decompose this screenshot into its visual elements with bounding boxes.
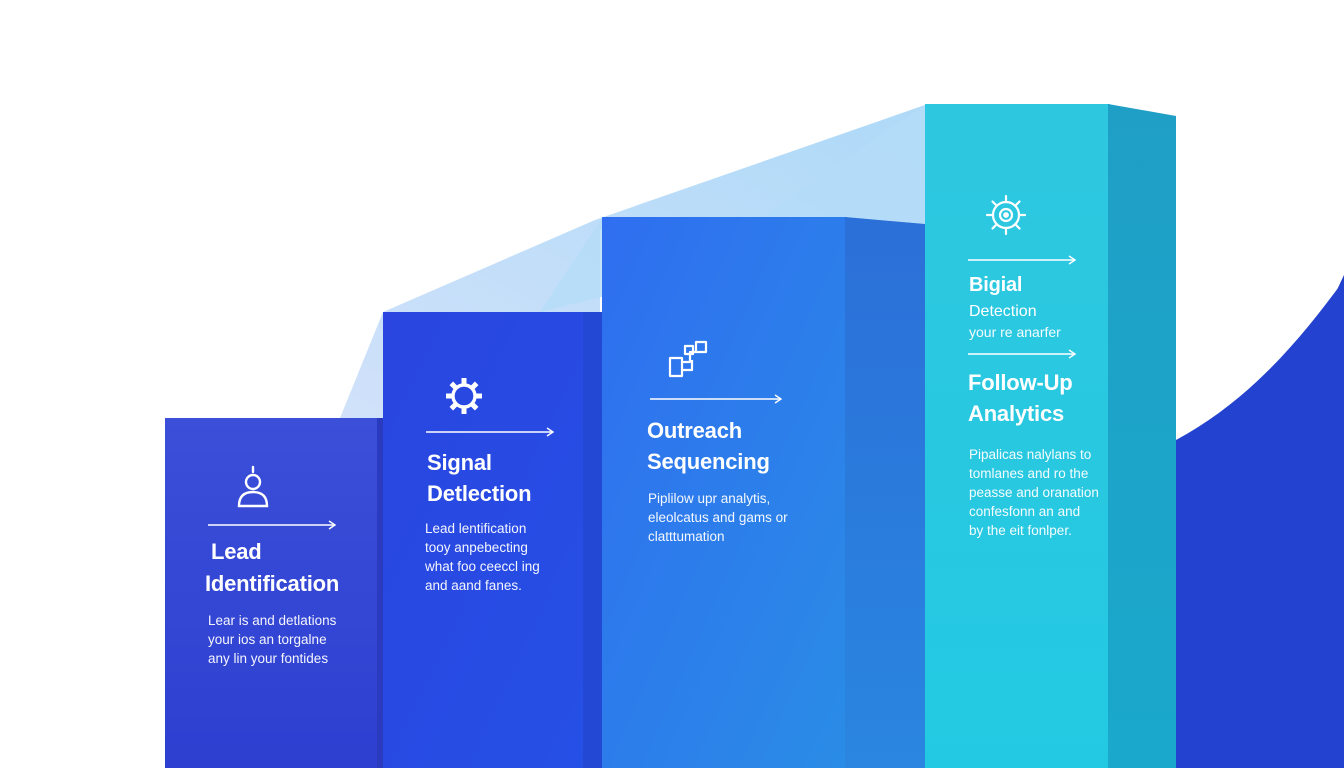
step-title: Identification <box>205 571 340 596</box>
step-description: Pipalicas nalylans to tomlanes and ro th… <box>969 447 1099 538</box>
step-title: Follow-Up Analytics <box>968 370 1073 426</box>
arrow-line <box>968 349 1078 359</box>
flow-icon <box>666 336 710 380</box>
step-title: Lead <box>211 539 262 564</box>
background-curve <box>1176 280 1344 768</box>
step-description: Lear is and detlations your ios an torga… <box>208 613 337 666</box>
arrow-line <box>426 427 556 437</box>
step-title: Signal Detlection <box>427 450 532 506</box>
step-block <box>383 312 597 768</box>
step-subtitle: your re anarfer <box>969 324 1061 340</box>
step-description: Lead lentification tooy anpebecting what… <box>425 521 540 593</box>
step-block-side <box>1108 104 1176 768</box>
step-description: Piplilow upr analytis, eleolcatus and ga… <box>648 491 788 544</box>
target-icon <box>984 193 1028 237</box>
arrow-line <box>650 394 784 404</box>
gear-icon <box>442 374 486 418</box>
step-block <box>602 217 847 768</box>
step-block <box>925 104 1110 768</box>
step-title: Bigial <box>969 274 1023 296</box>
step-subtitle: Detection <box>969 303 1037 320</box>
arrow-line <box>968 255 1078 265</box>
step-block-side <box>845 217 925 768</box>
step-block-side <box>377 418 385 768</box>
background-wedge <box>340 105 925 418</box>
step-block-side <box>583 312 603 768</box>
arrow-line <box>208 520 338 530</box>
step-title: Outreach Sequencing <box>647 418 770 474</box>
step-block <box>165 418 377 768</box>
person-icon <box>231 464 275 508</box>
